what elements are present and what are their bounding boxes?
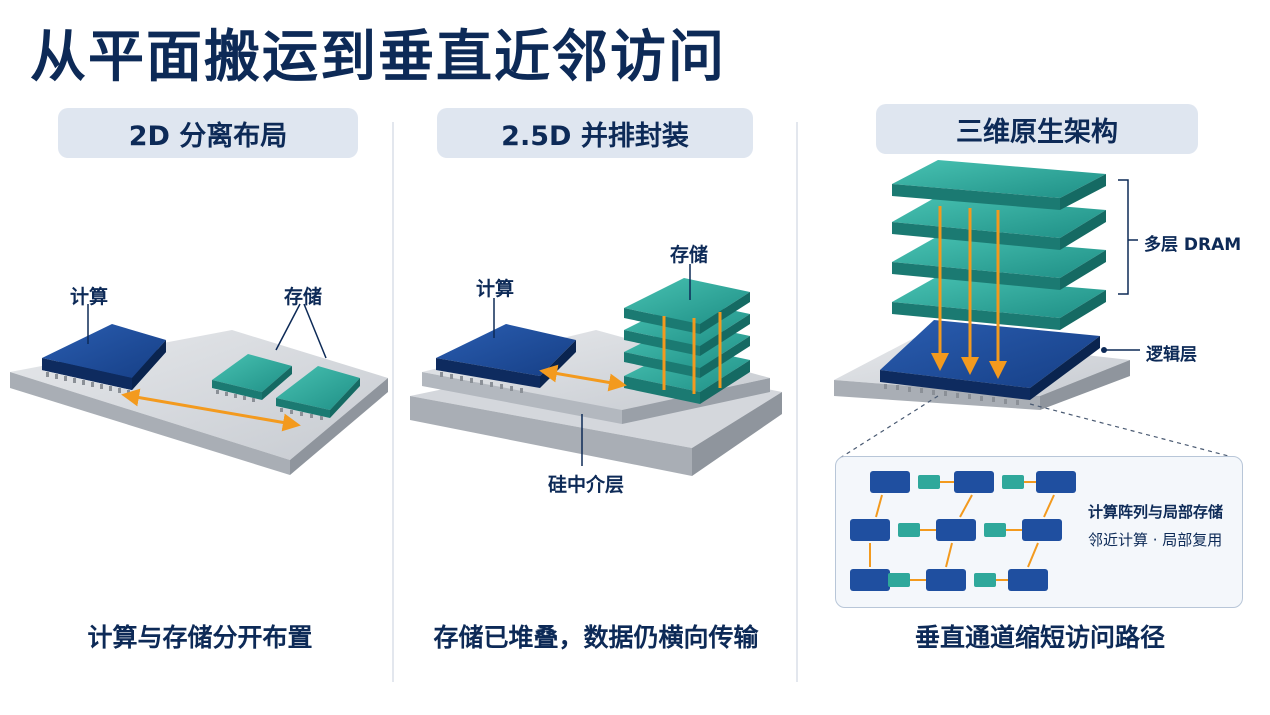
label-interposer-25d: 硅中介层 bbox=[548, 474, 625, 496]
divider-right bbox=[796, 122, 798, 682]
panel-3d-graphic bbox=[834, 160, 1237, 459]
panel-2d-header: 2D 分离布局 bbox=[58, 108, 358, 158]
panel-2d-graphic bbox=[10, 303, 388, 475]
label-compute-2d: 计算 bbox=[70, 286, 109, 308]
caption-2d: 计算与存储分开布置 bbox=[87, 623, 313, 652]
label-compute-25d: 计算 bbox=[476, 278, 515, 300]
divider-left bbox=[392, 122, 394, 682]
panel-25d-graphic bbox=[410, 264, 782, 476]
data-transfer-arrow-2d bbox=[121, 388, 301, 432]
inset-compute-array: 计算阵列与局部存储 邻近计算 · 局部复用 bbox=[835, 456, 1243, 608]
panel-25d-header: 2.5D 并排封装 bbox=[437, 108, 753, 158]
page-title: 从平面搬运到垂直近邻访问 bbox=[30, 25, 726, 90]
inset-label-line1: 计算阵列与局部存储 bbox=[1088, 503, 1224, 521]
logic-layer-3d bbox=[880, 320, 1100, 405]
inset-label-line2: 邻近计算 · 局部复用 bbox=[1088, 531, 1223, 549]
caption-3d: 垂直通道缩短访问路径 bbox=[914, 623, 1165, 652]
memory-stack-25d bbox=[624, 278, 750, 404]
label-dram-3d: 多层 DRAM bbox=[1144, 235, 1242, 255]
panel-3d-header: 三维原生架构 bbox=[876, 104, 1198, 154]
label-memory-25d: 存储 bbox=[670, 244, 709, 266]
data-transfer-arrow-25d bbox=[539, 364, 627, 392]
dram-bracket bbox=[1118, 179, 1138, 295]
label-logic-3d: 逻辑层 bbox=[1146, 345, 1197, 365]
dram-stack-3d bbox=[892, 160, 1106, 379]
inset-grid-graphic bbox=[850, 471, 1076, 591]
label-memory-2d: 存储 bbox=[284, 286, 323, 308]
compute-chip-2d bbox=[42, 324, 166, 395]
caption-25d: 存储已堆叠，数据仍横向传输 bbox=[433, 623, 759, 652]
